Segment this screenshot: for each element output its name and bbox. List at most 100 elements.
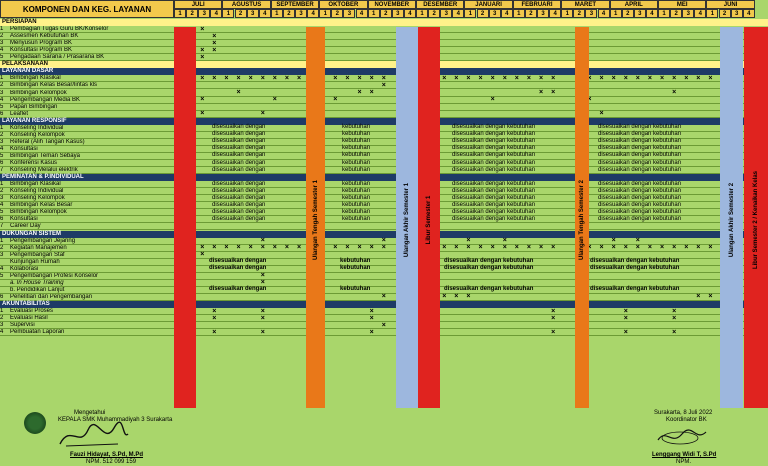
schedule-grid-row — [174, 125, 768, 132]
schedule-note: disesuaikan dengan — [212, 215, 266, 222]
schedule-mark: × — [200, 25, 205, 33]
schedule-mark: × — [369, 328, 374, 336]
band-libur-2-label: Libur Semester 2 / Kenaikan Kelas — [753, 170, 759, 269]
schedule-note: disesuaikan dengan kebutuhan — [444, 258, 534, 265]
row-text: Konsultasi — [10, 216, 38, 223]
schedule-mark: × — [357, 244, 362, 252]
month-header: SEPTEMBER — [270, 0, 320, 9]
schedule-mark: × — [236, 74, 241, 82]
week-header: 3 — [440, 9, 453, 18]
week-header: 3 — [633, 9, 646, 18]
schedule-mark: × — [236, 89, 241, 96]
schedule-mark: × — [466, 74, 471, 82]
row-number: 3 — [0, 322, 4, 329]
schedule-mark: × — [539, 74, 544, 82]
schedule-mark: × — [587, 74, 592, 82]
schedule-note: disesuaikan dengan — [212, 201, 266, 208]
schedule-mark: × — [623, 74, 628, 82]
schedule-grid-row — [174, 26, 768, 34]
schedule-mark: × — [212, 32, 217, 40]
schedule-note: disesuaikan dengan kebutuhan — [598, 131, 682, 138]
schedule-grid-row — [174, 40, 768, 48]
row-number: 4 — [0, 202, 4, 209]
row-text: Pengembangan Media BK — [10, 96, 81, 103]
schedule-mark: × — [635, 237, 640, 245]
row-number: 3 — [0, 251, 4, 258]
row-text: Konseling Melalui elektrik — [10, 167, 78, 174]
section-header: PEMINATAN & P.INDIVIDUAL — [0, 174, 768, 182]
schedule-note: disesuaikan dengan — [212, 124, 266, 131]
schedule-mark: × — [539, 89, 544, 96]
schedule-mark: × — [587, 96, 592, 104]
section-header: LAYANAN DASAR — [0, 68, 768, 76]
schedule-mark: × — [514, 244, 519, 252]
week-header: 4 — [210, 9, 223, 18]
month-header: AGUSTUS — [222, 0, 271, 9]
week-header: 4 — [500, 9, 513, 18]
month-header: NOVEMBER — [367, 0, 416, 9]
band-uas-2-label: Ulangan Akhir Semester 2 — [728, 182, 735, 257]
schedule-grid-row — [174, 181, 768, 189]
schedule-mark: × — [672, 314, 677, 322]
schedule-mark: × — [333, 96, 338, 104]
row-text: Pembagian Tugas Guru BK/Konselor — [10, 26, 109, 33]
schedule-mark: × — [672, 89, 677, 96]
schedule-mark: × — [442, 293, 447, 301]
schedule-note: disesuaikan dengan kebutuhan — [452, 138, 536, 145]
schedule-mark: × — [212, 46, 217, 54]
month-header: DESEMBER — [416, 0, 465, 9]
schedule-mark: × — [260, 237, 265, 245]
week-header: 3 — [537, 9, 550, 18]
schedule-note: disesuaikan dengan kebutuhan — [598, 124, 682, 131]
week-header: 1 — [222, 9, 235, 18]
week-header: 1 — [706, 9, 719, 18]
schedule-grid-row — [174, 111, 768, 118]
schedule-mark: × — [466, 237, 471, 245]
schedule-mark: × — [478, 74, 483, 82]
schedule-note: disesuaikan dengan — [212, 145, 266, 152]
row-number: 6 — [0, 293, 4, 300]
schedule-note: disesuaikan dengan kebutuhan — [444, 286, 534, 293]
schedule-note: kebutuhan — [342, 152, 371, 159]
school-logo-icon — [24, 412, 46, 434]
schedule-mark: × — [708, 74, 713, 82]
footer-right-line2: Koordinator BK — [666, 417, 707, 423]
week-header: 1 — [319, 9, 332, 18]
week-header: 4 — [549, 9, 562, 18]
schedule-note: kebutuhan — [342, 124, 371, 131]
activity-row-label: 6 Penelitian dan Pengembangan — [0, 294, 174, 301]
schedule-mark: × — [224, 244, 229, 252]
schedule-mark: × — [200, 244, 205, 252]
row-number: 2 — [0, 131, 4, 138]
schedule-mark: × — [284, 244, 289, 252]
week-header: 4 — [403, 9, 416, 18]
row-text: Penelitian dan Pengembangan — [10, 293, 93, 300]
row-number: 5 — [0, 209, 4, 216]
schedule-mark: × — [672, 244, 677, 252]
schedule-mark: × — [212, 307, 217, 315]
row-text: Konsultasi — [10, 145, 38, 152]
activity-row-label: Kunjungan Rumah — [0, 259, 174, 266]
schedule-mark: × — [611, 237, 616, 245]
schedule-grid-row — [174, 195, 768, 203]
schedule-grid-row — [174, 294, 768, 301]
schedule-mark: × — [454, 244, 459, 252]
schedule-note: disesuaikan dengan — [212, 208, 266, 215]
schedule-mark: × — [660, 74, 665, 82]
schedule-note: kebutuhan — [342, 131, 371, 138]
schedule-grid-row — [174, 322, 768, 330]
schedule-mark: × — [551, 74, 556, 82]
row-text: b. Pendidikan Lanjut — [10, 286, 65, 293]
schedule-grid-row — [174, 252, 768, 259]
schedule-mark: × — [357, 74, 362, 82]
schedule-note: kebutuhan — [340, 265, 371, 272]
schedule-note: kebutuhan — [342, 145, 371, 152]
schedule-mark: × — [248, 74, 253, 82]
schedule-mark: × — [297, 244, 302, 252]
